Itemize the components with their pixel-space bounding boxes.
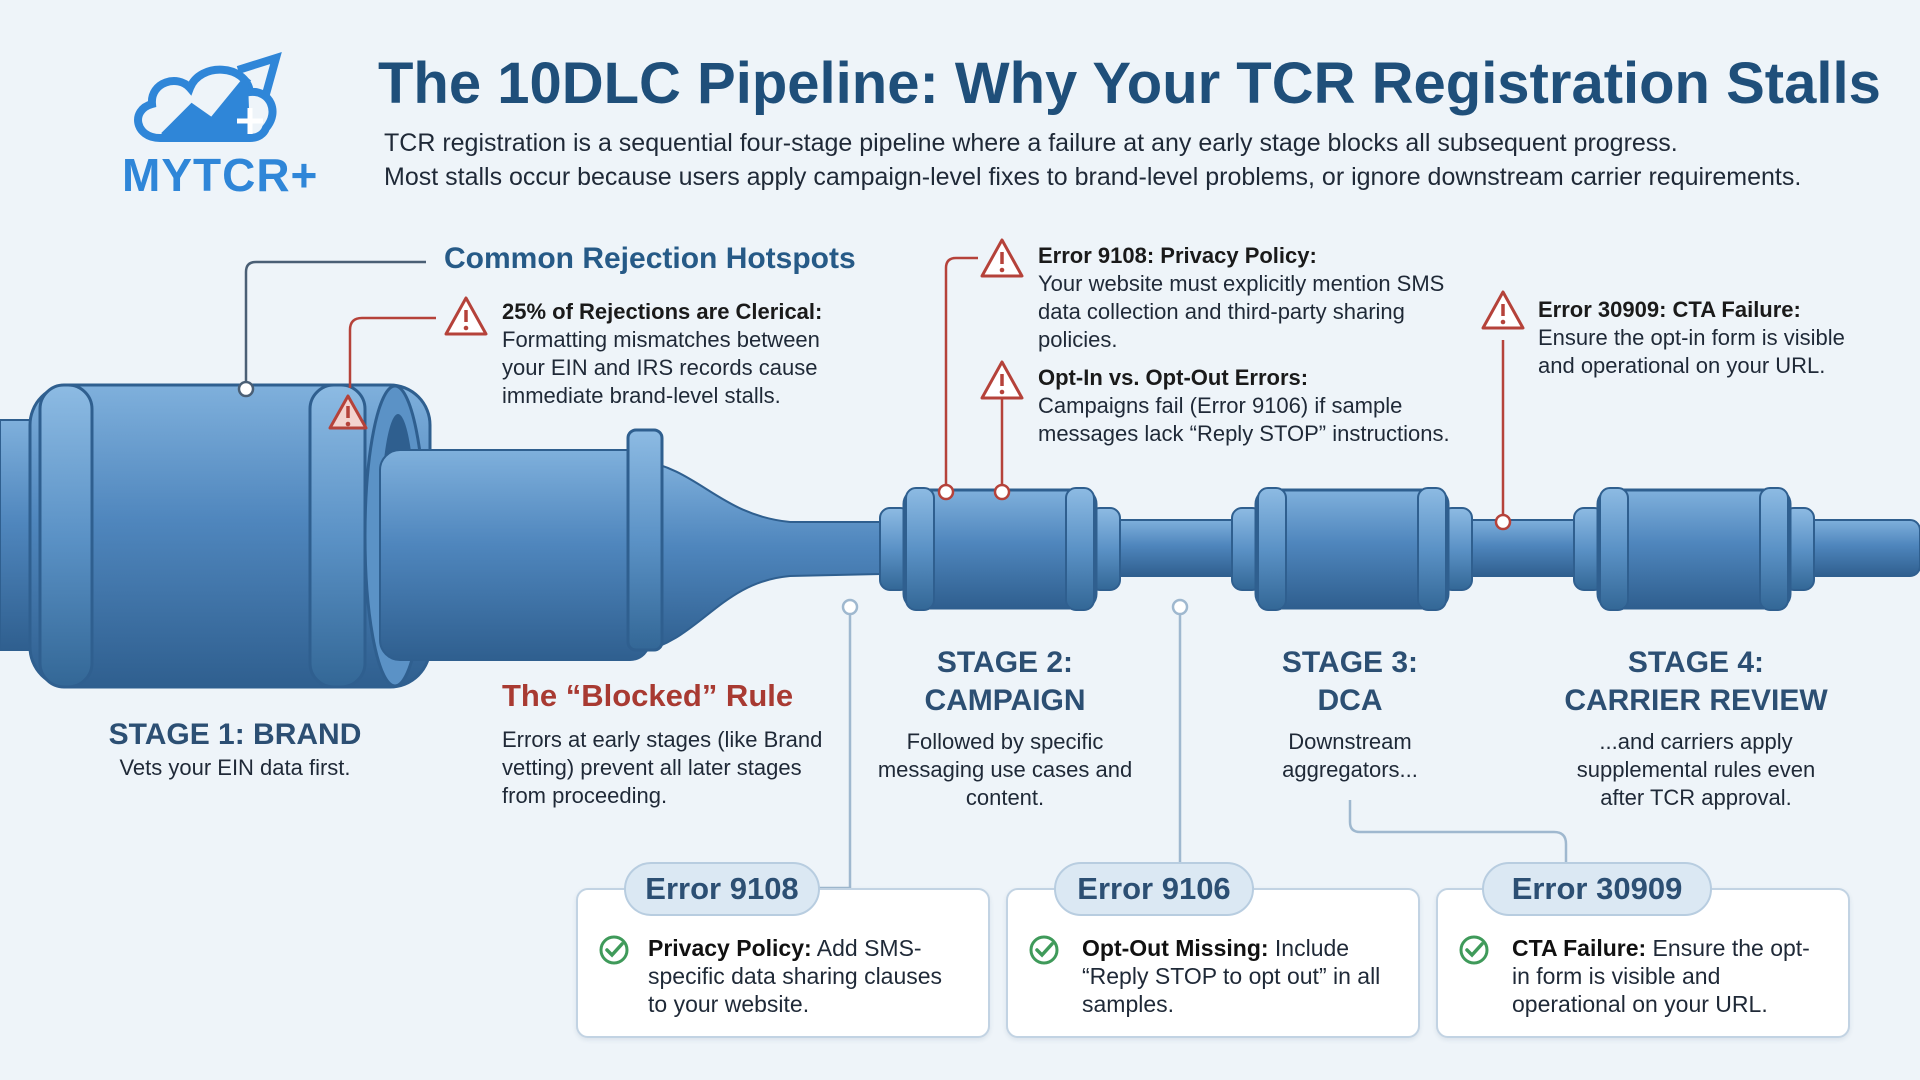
stage-4: STAGE 4: CARRIER REVIEW ...and carriers …: [1556, 644, 1836, 812]
connector-clerical: [348, 316, 436, 388]
blocked-rule-desc: Errors at early stages (like Brand vetti…: [502, 727, 823, 808]
stage-2-title-line-1: STAGE 2:: [936, 646, 1074, 679]
page-subtitle: TCR registration is a sequential four-st…: [384, 126, 1884, 194]
hotspots-heading: Common Rejection Hotspots: [444, 242, 856, 275]
error-card-30909-bold: CTA Failure:: [1512, 935, 1647, 961]
note-clerical-text: Formatting mismatches between your EIN a…: [502, 327, 820, 408]
check-circle-icon: [1459, 935, 1489, 965]
note-optin-text: Campaigns fail (Error 9106) if sample me…: [1038, 393, 1450, 446]
stage-1: STAGE 1: BRAND Vets your EIN data first.: [60, 716, 410, 782]
subtitle-line-2: Most stalls occur because users apply ca…: [384, 163, 1802, 191]
stage3-coupling: [1231, 487, 1473, 611]
stage-3-desc: Downstream aggregators...: [1282, 729, 1418, 782]
stage-1-desc: Vets your EIN data first.: [119, 755, 351, 780]
note-cta: Error 30909: CTA Failure: Ensure the opt…: [1538, 296, 1878, 380]
note-optin-title: Opt-In vs. Opt-Out Errors:: [1038, 365, 1309, 390]
stage-3-title-line-1: STAGE 3:: [1281, 646, 1419, 679]
error-card-9106-text: Opt-Out Missing: Include “Reply STOP to …: [1082, 934, 1392, 1018]
stage-2: STAGE 2: CAMPAIGN Followed by specific m…: [870, 644, 1140, 812]
stage-2-title-line-2: CAMPAIGN: [924, 684, 1086, 717]
connector-privacy: [944, 256, 978, 490]
warning-icon: [980, 238, 1024, 278]
stage-1-title: STAGE 1: BRAND: [108, 718, 362, 751]
warning-icon: [328, 394, 368, 430]
note-privacy-text: Your website must explicitly mention SMS…: [1038, 271, 1445, 352]
note-cta-title: Error 30909: CTA Failure:: [1538, 297, 1801, 322]
error-card-9106-bold: Opt-Out Missing:: [1082, 935, 1269, 961]
stage4-coupling: [1573, 487, 1815, 611]
blocked-rule-title: The “Blocked” Rule: [502, 678, 794, 713]
note-clerical: 25% of Rejections are Clerical: Formatti…: [502, 298, 862, 410]
warning-icon: [1481, 290, 1525, 330]
error-card-30909-text: CTA Failure: Ensure the opt-in form is v…: [1512, 934, 1812, 1018]
error-code-badge: Error 9106: [1054, 862, 1254, 916]
note-privacy: Error 9108: Privacy Policy: Your website…: [1038, 242, 1458, 354]
logo-text: MYTCR+: [122, 149, 319, 201]
stage-3-title-line-2: DCA: [1317, 684, 1383, 717]
error-card-9108-text: Privacy Policy: Add SMS-specific data sh…: [648, 934, 958, 1018]
stage-4-title-line-1: STAGE 4:: [1627, 646, 1765, 679]
error-card-30909-body: Ensure the opt-in form is visible and op…: [1512, 935, 1810, 1017]
subtitle-line-1: TCR registration is a sequential four-st…: [384, 129, 1678, 157]
warning-icon: [980, 360, 1024, 400]
error-code-badge: Error 30909: [1482, 862, 1712, 916]
note-cta-text: Ensure the opt-in form is visible and op…: [1538, 325, 1845, 378]
pipe-taper: [639, 458, 881, 654]
error-card-9108-body: Add SMS-specific data sharing clauses to…: [648, 935, 943, 1017]
note-clerical-title: 25% of Rejections are Clerical:: [502, 299, 823, 324]
note-optin: Opt-In vs. Opt-Out Errors: Campaigns fai…: [1038, 364, 1498, 448]
error-code-badge: Error 9108: [624, 862, 820, 916]
check-circle-icon: [599, 935, 629, 965]
stage-4-desc: ...and carriers apply supplemental rules…: [1576, 729, 1816, 810]
connector-card-30909: [1348, 800, 1568, 866]
stage2-coupling: [879, 487, 1121, 611]
note-privacy-title: Error 9108: Privacy Policy:: [1038, 243, 1317, 268]
check-circle-icon: [1029, 935, 1059, 965]
flange: [626, 428, 664, 652]
stage-4-title-line-2: CARRIER REVIEW: [1564, 684, 1828, 717]
stage-3: STAGE 3: DCA Downstream aggregators...: [1230, 644, 1470, 784]
page-title: The 10DLC Pipeline: Why Your TCR Registr…: [378, 51, 1881, 116]
error-card-9106-body: Include “Reply STOP to opt out” in all s…: [1082, 935, 1381, 1017]
warning-icon: [444, 296, 488, 336]
error-card-9108-bold: Privacy Policy:: [648, 935, 812, 961]
connector-hotspot-heading: [244, 260, 426, 388]
stage1-outlet: [379, 449, 651, 661]
stage-2-desc: Followed by specific messaging use cases…: [877, 729, 1133, 810]
cloud-chart-icon: [134, 51, 282, 142]
